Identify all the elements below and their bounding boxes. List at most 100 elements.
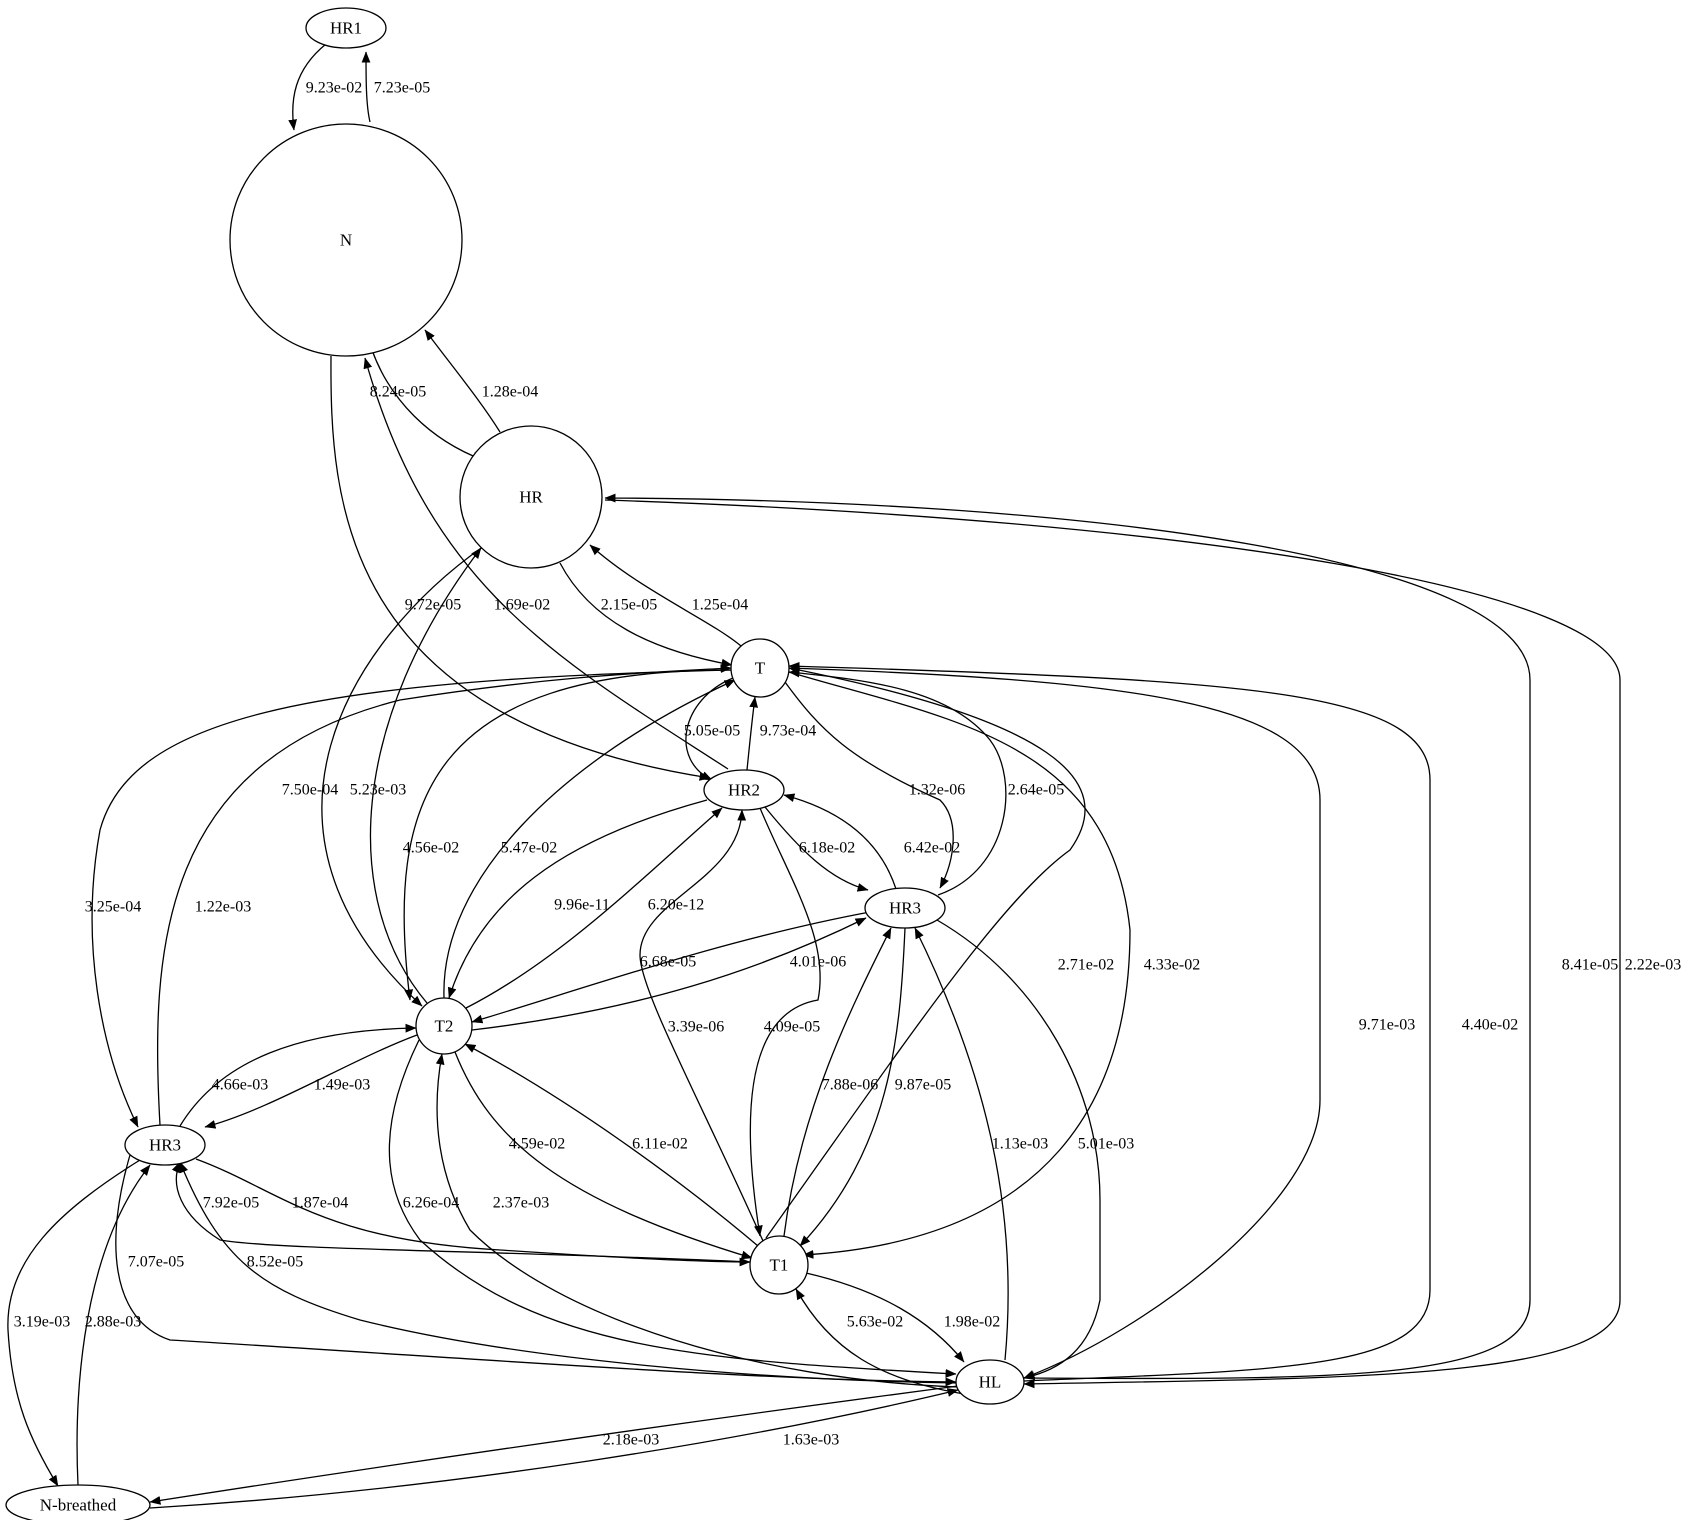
node-shape-hr (459, 425, 603, 569)
edge-hr1-to-n (288, 43, 327, 131)
node-shape-t (730, 638, 790, 698)
edge-label-t-to-hl: 9.71e-03 (1359, 1017, 1415, 1034)
edge-label-t1-to-t: 4.33e-02 (1144, 957, 1200, 974)
edge-hr3a-to-t2 (471, 911, 871, 1024)
edge-hl-to-hr3a (914, 927, 1009, 1361)
edge-hl-to-t (788, 661, 1431, 1382)
edge-label-t1-to-t2: 6.11e-02 (632, 1136, 688, 1153)
node-shape-hr3a (864, 887, 946, 929)
node-shape-nb (5, 1484, 151, 1520)
edge-label-t1-to-hl: 1.98e-02 (944, 1314, 1000, 1331)
node-label-hr3a: HR3 (889, 899, 921, 918)
node-hl: HL (955, 1359, 1025, 1405)
node-n: N (229, 123, 463, 357)
edge-label-hr2-to-t: 9.73e-04 (760, 723, 816, 740)
edge-hr-to-t (559, 562, 733, 668)
edge-label-hr-to-n: 1.28e-04 (482, 384, 538, 401)
edge-t-to-t2 (403, 669, 732, 1001)
edge-label-t2-to-t1: 4.59e-02 (509, 1136, 565, 1153)
edge-hr2-to-t2 (447, 799, 708, 999)
edge-hl-to-nb (149, 1385, 959, 1505)
edge-t2-to-hr (369, 547, 482, 1004)
edge-hl-to-hr (604, 493, 1531, 1380)
edge-hr2-to-t (746, 696, 759, 771)
edge-hr3b-to-hl (115, 1154, 957, 1387)
node-shape-t2 (415, 997, 473, 1055)
node-label-nb: N-breathed (40, 1496, 117, 1515)
edge-nb-to-hr3b (76, 1164, 151, 1486)
edge-label-hr2-to-n: 1.69e-02 (494, 597, 550, 614)
node-label-hr: HR (519, 488, 543, 507)
edge-hl-to-t1 (795, 1288, 965, 1395)
edge-label-hl-to-nb: 2.18e-03 (603, 1432, 659, 1449)
edge-label-hr2-to-t2: 9.96e-11 (554, 897, 610, 914)
edge-hr-to-n (424, 329, 501, 433)
edge-t2-to-t1 (454, 1051, 753, 1260)
node-hr: HR (459, 425, 603, 569)
edge-label-t2-to-hl: 6.26e-04 (403, 1195, 459, 1212)
edge-label-t-to-hr: 1.25e-04 (692, 597, 748, 614)
node-shape-hr2 (703, 769, 785, 811)
edge-hr3a-to-t (788, 668, 1007, 896)
edge-label-n-to-hr1: 7.23e-05 (374, 80, 430, 97)
edge-label-hr3b-to-t2: 4.66e-03 (212, 1077, 268, 1094)
edge-label-t1-to-hr3b: 7.92e-05 (203, 1195, 259, 1212)
edge-t-to-hr (589, 544, 742, 647)
edge-label-hr3a-to-t: 2.64e-05 (1008, 782, 1064, 799)
edge-t-to-hr3b (91, 669, 732, 1128)
edge-label-hl-to-hr3b: 8.52e-05 (247, 1254, 303, 1271)
node-shape-n (229, 123, 463, 357)
node-hr2: HR2 (703, 769, 785, 811)
edge-label-hl-to-hr: 8.41e-05 (1562, 957, 1618, 974)
edge-label-hr-to-hl: 2.22e-03 (1625, 957, 1681, 974)
node-nb: N-breathed (5, 1484, 151, 1520)
edge-label-t2-to-hr2: 6.20e-12 (648, 897, 704, 914)
edge-hr3b-to-t1 (195, 1158, 751, 1267)
edges (7, 43, 1621, 1509)
edge-label-hl-to-t: 4.40e-02 (1462, 1017, 1518, 1034)
edge-hl-to-t2 (435, 1053, 959, 1388)
edge-hr3a-to-hl (936, 919, 1101, 1381)
edge-t1-to-hr2 (639, 809, 764, 1242)
node-shape-t1 (749, 1235, 809, 1295)
edge-t2-to-t (443, 679, 736, 999)
edge-hr-to-hl (604, 499, 1621, 1389)
edge-label-hr3b-to-t1: 1.87e-04 (292, 1195, 348, 1212)
edge-hr2-to-hr3a (764, 806, 869, 892)
edge-n-to-hr1 (361, 51, 371, 123)
edge-label-hr2-to-hr3a: 6.18e-02 (799, 840, 855, 857)
edge-label-t2-to-t: 5.47e-02 (501, 840, 557, 857)
edge-label-t2-to-hr3b: 1.49e-03 (314, 1077, 370, 1094)
edge-hr2-to-t1 (749, 807, 821, 1237)
node-label-n: N (340, 231, 352, 250)
node-hr3b: HR3 (124, 1124, 206, 1166)
edge-hl-to-hr3b (179, 1161, 959, 1384)
edge-label-t1-to-hr3a: 7.88e-06 (822, 1077, 878, 1094)
node-t: T (730, 638, 790, 698)
node-label-hr1: HR1 (330, 19, 362, 38)
edge-n-to-hr (371, 349, 484, 461)
edge-hr3a-to-hr2 (783, 793, 897, 890)
edge-label-hr3b-to-t: 1.22e-03 (195, 899, 251, 916)
edge-label-hr-to-t2: 7.50e-04 (282, 782, 338, 799)
edge-t1-to-t (765, 665, 1086, 1239)
node-hr1: HR1 (305, 7, 387, 49)
node-label-t2: T2 (435, 1017, 454, 1036)
edge-t2-to-hl (388, 1039, 957, 1378)
edge-hr3b-to-t (156, 664, 732, 1126)
node-shape-hl (955, 1359, 1025, 1405)
edge-label-n-to-hr2: 9.72e-05 (405, 597, 461, 614)
edge-t1-to-hl (805, 1272, 965, 1363)
edge-hr-to-t2 (321, 545, 485, 1007)
edge-label-hr3a-to-hl: 5.01e-03 (1078, 1136, 1134, 1153)
edge-t2-to-hr3a (471, 917, 867, 1031)
node-t1: T1 (749, 1235, 809, 1295)
node-shape-hr3b (124, 1124, 206, 1166)
edge-hr3b-to-t2 (179, 1023, 417, 1127)
node-label-hr3b: HR3 (149, 1136, 181, 1155)
edge-t-to-hr2 (685, 677, 734, 781)
edge-hr3a-to-t1 (799, 927, 906, 1247)
node-label-t: T (755, 659, 766, 678)
